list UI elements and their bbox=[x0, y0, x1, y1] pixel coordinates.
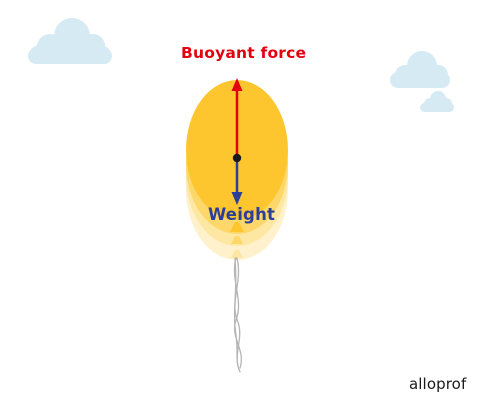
cloud-right-large bbox=[390, 51, 450, 88]
weight-arrow bbox=[231, 158, 243, 205]
center-of-mass-dot bbox=[232, 153, 242, 163]
weight-label: Weight bbox=[208, 205, 276, 224]
cloud-left bbox=[28, 18, 112, 64]
balloon-knot-ghost bbox=[231, 250, 243, 258]
balloon-string bbox=[233, 257, 242, 373]
balloon-knot-ghost-2 bbox=[231, 236, 243, 244]
buoyant-force-label: Buoyant force bbox=[181, 44, 307, 62]
alloprof-logo: alloprof bbox=[409, 375, 467, 393]
buoyant-force-arrow bbox=[231, 78, 243, 158]
cloud-right-small bbox=[420, 91, 454, 112]
balloon-knot bbox=[230, 222, 244, 232]
